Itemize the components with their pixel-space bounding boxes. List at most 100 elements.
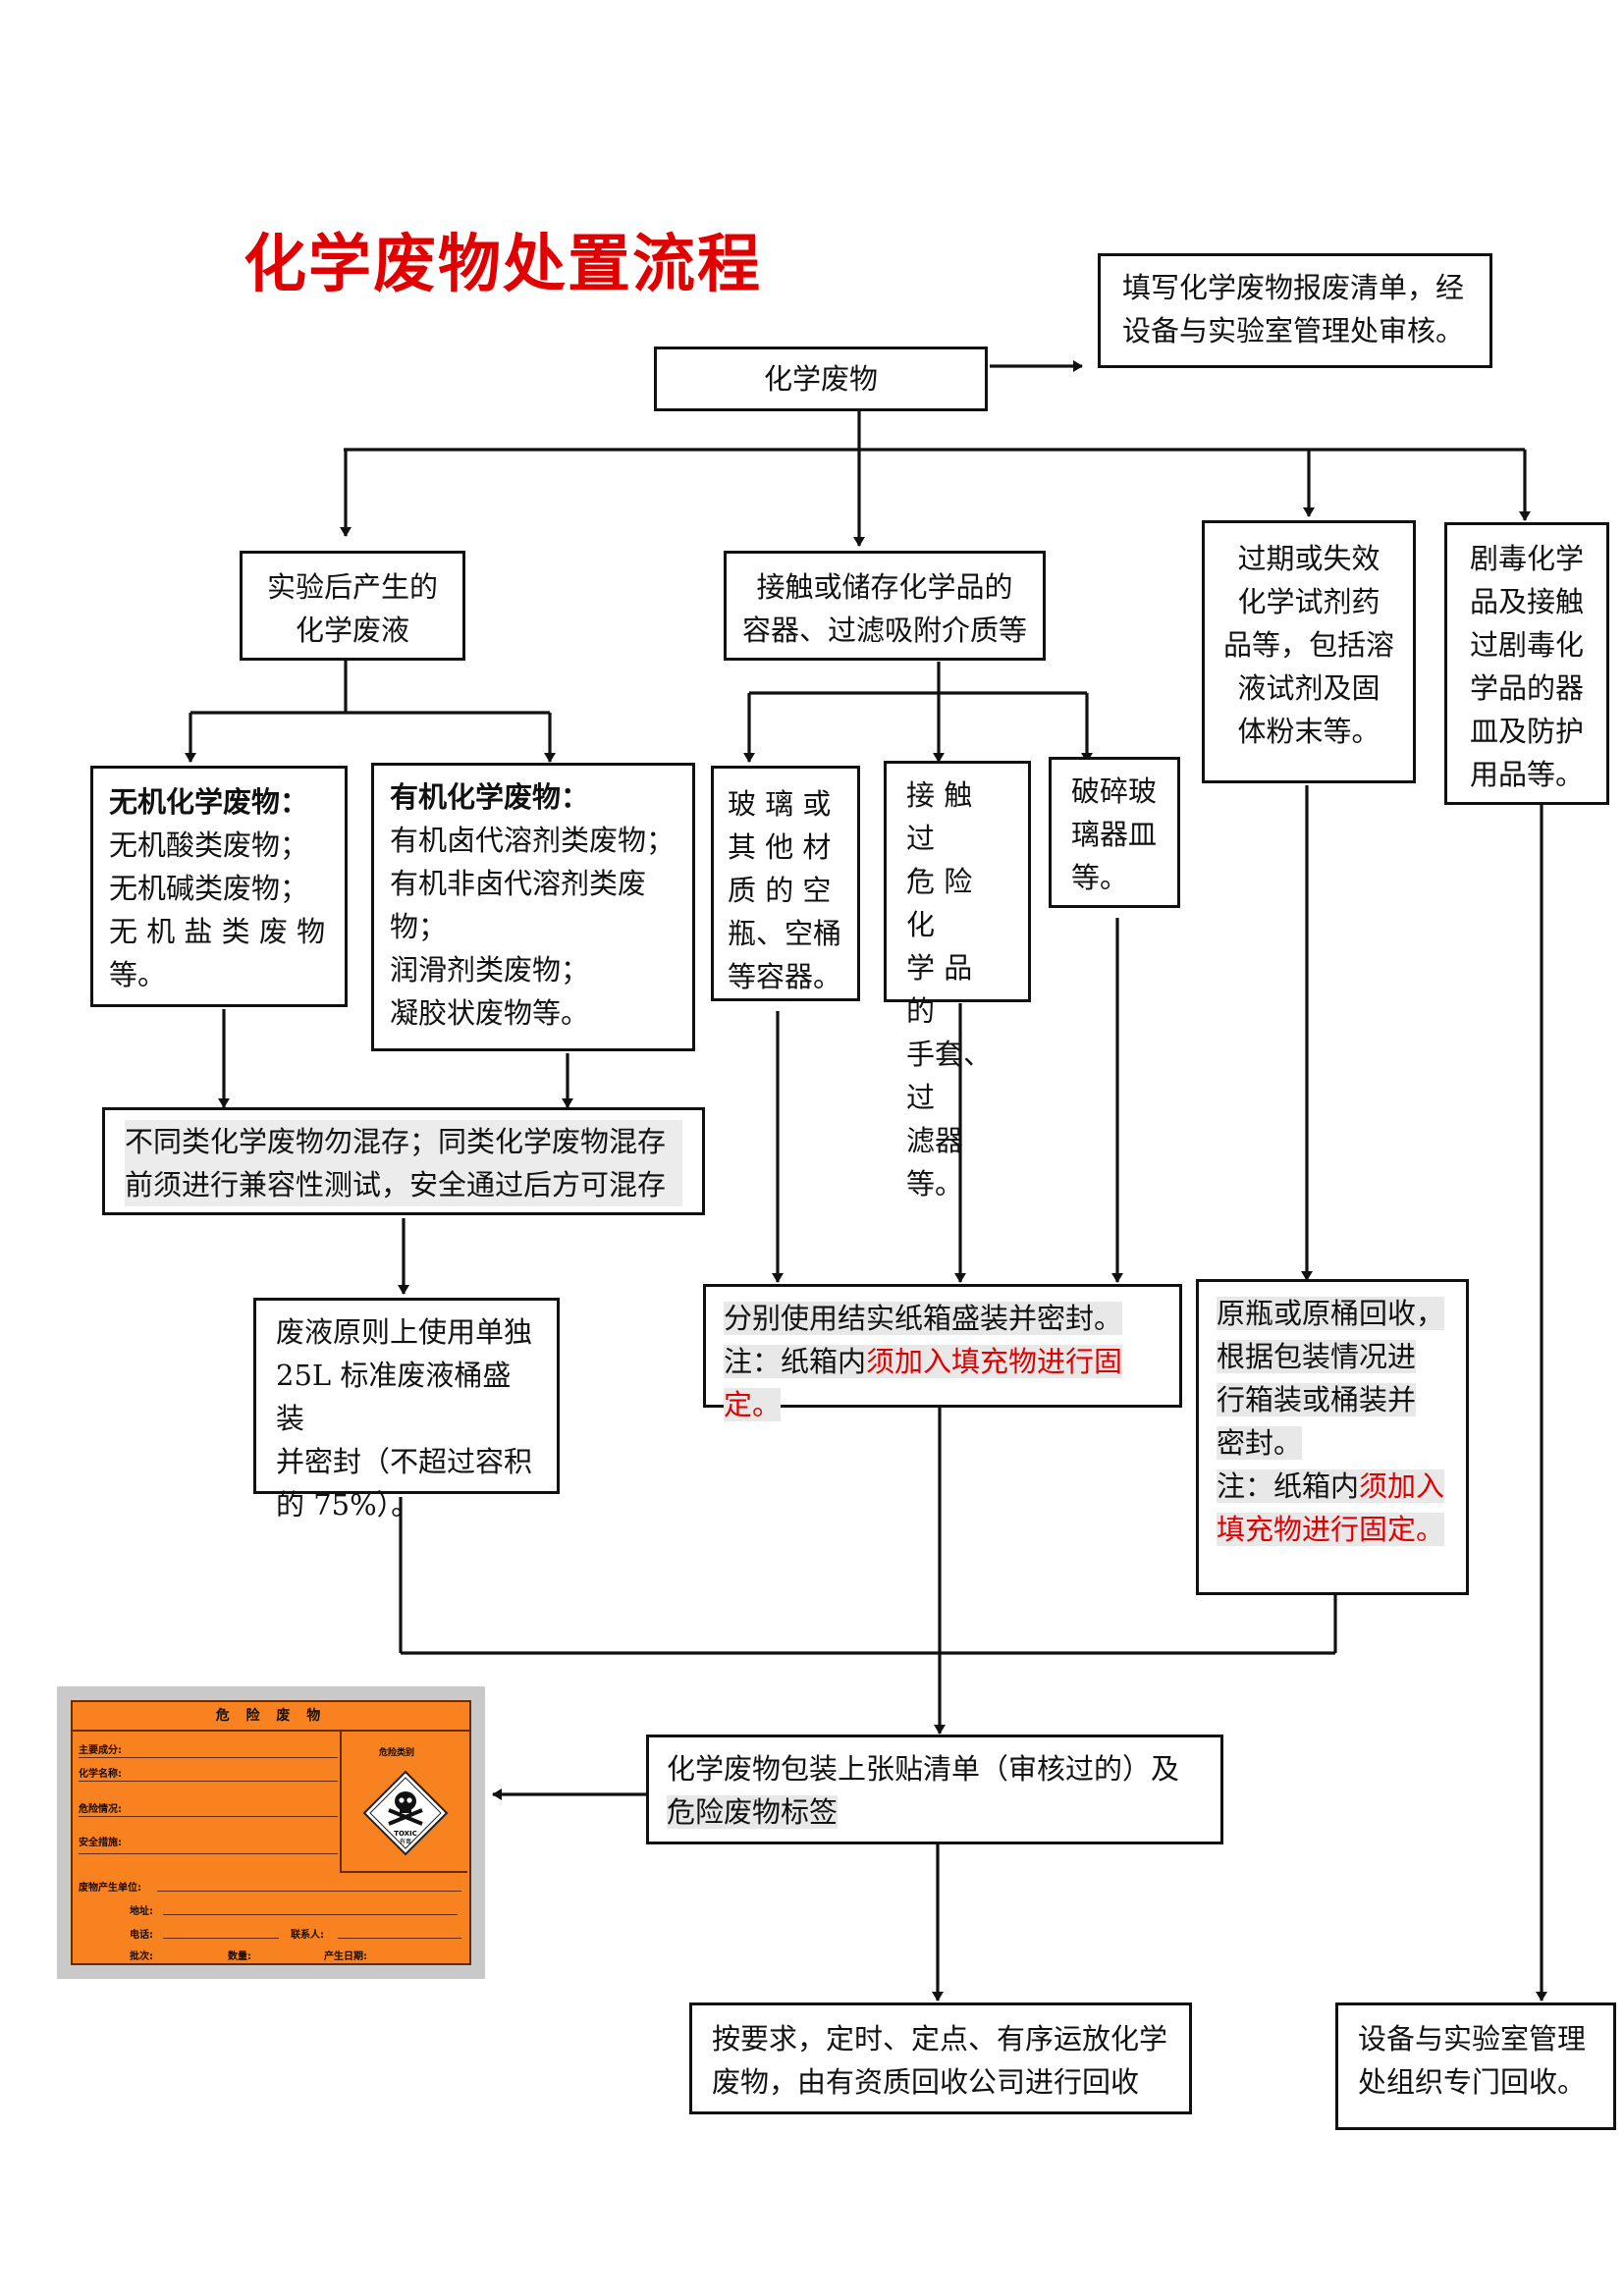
toxic-symbol-subtext: 有毒 bbox=[400, 1838, 411, 1845]
node-report-line: 填写化学废物报废清单，经 bbox=[1122, 271, 1465, 304]
node-liquid: 实验后产生的 化学废液 bbox=[240, 551, 465, 661]
node-bucket: 废液原则上使用单独 25L 标准废液桶盛装 并密封（不超过容积 的 75%）。 bbox=[253, 1298, 560, 1522]
hazard-field-label: 废物产生单位: bbox=[79, 1883, 141, 1894]
node-inorganic-line: 无机碱类废物； bbox=[109, 872, 309, 905]
hazard-category-label: 危险类别 bbox=[379, 1748, 415, 1758]
node-original: 原瓶或原桶回收， 根据包装情况进 行箱装或桶装并 密封。 注：纸箱内须加入 填充… bbox=[1196, 1279, 1469, 1595]
hazard-label-title: 危 险 废 物 bbox=[73, 1702, 469, 1732]
node-original-note: 注：纸箱内须加入 bbox=[1217, 1465, 1448, 1508]
node-carton-line-text: 分别使用结实纸箱盛装并密封。 bbox=[724, 1302, 1123, 1335]
node-label-step-line: 化学废物包装上张贴清单（审核过的）及 bbox=[667, 1752, 1180, 1786]
node-containers: 接触或储存化学品的 容器、过滤吸附介质等 bbox=[724, 551, 1046, 661]
hazardous-waste-label-card: 危 险 废 物 危险类别 TOXIC 有毒 主要成分: 化学名称: 危险情况: … bbox=[71, 1700, 471, 1965]
hazard-field-label: 产生日期: bbox=[324, 1951, 367, 1962]
node-original-line: 根据包装情况进 bbox=[1217, 1335, 1448, 1378]
node-organic-line: 有机非卤代溶剂类废 bbox=[390, 867, 647, 900]
node-report: 填写化学废物报废清单，经 设备与实验室管理处审核。 bbox=[1098, 253, 1492, 368]
node-organic-line: 润滑剂类废物； bbox=[390, 953, 590, 987]
node-carton-note-prefix: 注：纸箱内 bbox=[724, 1345, 867, 1378]
hazard-field-label: 安全措施: bbox=[79, 1838, 122, 1848]
hazard-field-label: 危险情况: bbox=[79, 1804, 122, 1815]
node-transport-line: 按要求，定时、定点、有序运放化学 bbox=[712, 2022, 1168, 2056]
node-inorganic-line: 等。 bbox=[109, 958, 167, 991]
node-label-step-line: 危险废物标签 bbox=[667, 1790, 1203, 1834]
node-broken-line: 破碎玻 bbox=[1071, 774, 1158, 808]
node-glass-line: 等容器。 bbox=[728, 960, 842, 993]
hazard-field-label: 联系人: bbox=[291, 1930, 324, 1941]
node-waste: 化学废物 bbox=[654, 347, 988, 411]
node-organic-line: 物； bbox=[390, 910, 448, 943]
node-inorganic-line: 无机酸类废物； bbox=[109, 828, 309, 862]
node-mixing-line: 不同类化学废物勿混存；同类化学废物混存 bbox=[125, 1120, 682, 1163]
node-expired-line: 过期或失效 bbox=[1237, 542, 1380, 575]
node-toxic-line: 学品的器 bbox=[1469, 671, 1584, 705]
node-broken-line: 璃器皿 bbox=[1071, 818, 1158, 851]
node-containers-line: 接触或储存化学品的 bbox=[756, 570, 1013, 604]
toxic-skull-icon: TOXIC 有毒 bbox=[362, 1770, 449, 1856]
node-gloves-line: 接 触 过 bbox=[906, 778, 973, 855]
node-waste-text: 化学废物 bbox=[763, 362, 878, 396]
node-carton: 分别使用结实纸箱盛装并密封。 注：纸箱内须加入填充物进行固定。 bbox=[703, 1284, 1182, 1421]
node-expired: 过期或失效 化学试剂药 品等，包括溶 液试剂及固 体粉末等。 bbox=[1202, 520, 1416, 783]
node-bucket-line: 的 75%）。 bbox=[276, 1488, 420, 1522]
node-original-note-red: 填充物进行固定。 bbox=[1217, 1513, 1445, 1546]
node-gloves-line: 手套、过 bbox=[906, 1038, 993, 1114]
node-label-step: 化学废物包装上张贴清单（审核过的）及 危险废物标签 bbox=[646, 1735, 1223, 1844]
hazard-field-line bbox=[79, 1781, 338, 1782]
node-glass-line: 其 他 材 bbox=[728, 830, 832, 864]
node-gloves-line: 危 险 化 bbox=[906, 865, 973, 941]
node-bucket-line: 废液原则上使用单独 bbox=[276, 1315, 533, 1349]
toxic-symbol-text: TOXIC bbox=[394, 1830, 417, 1838]
node-toxic-line: 剧毒化学 bbox=[1469, 542, 1584, 575]
node-organic-heading: 有机化学废物： bbox=[390, 780, 590, 814]
node-original-line: 行箱装或桶装并 bbox=[1217, 1378, 1448, 1421]
node-toxic: 剧毒化学 品及接触 过剧毒化 学品的器 皿及防护 用品等。 bbox=[1444, 522, 1609, 805]
node-expired-line: 液试剂及固 bbox=[1237, 671, 1380, 705]
node-expired-line: 体粉末等。 bbox=[1237, 715, 1380, 748]
hazard-field-line bbox=[79, 1816, 338, 1817]
node-bucket-line: 25L 标准废液桶盛装 bbox=[276, 1359, 512, 1435]
node-organic: 有机化学废物： 有机卤代溶剂类废物； 有机非卤代溶剂类废 物； 润滑剂类废物； … bbox=[371, 763, 695, 1051]
hazard-field-line bbox=[79, 1853, 338, 1854]
node-expired-line: 品等，包括溶 bbox=[1222, 628, 1394, 662]
node-glass-line: 玻 璃 或 bbox=[728, 787, 832, 821]
node-carton-note: 注：纸箱内须加入填充物进行固定。 bbox=[724, 1340, 1162, 1426]
node-gloves-line: 滤器等。 bbox=[906, 1124, 964, 1201]
node-original-line: 密封。 bbox=[1217, 1421, 1448, 1465]
page-title: 化学废物处置流程 bbox=[244, 228, 762, 301]
node-carton-line: 分别使用结实纸箱盛装并密封。 bbox=[724, 1297, 1162, 1340]
hazard-field-line bbox=[163, 1914, 458, 1915]
node-expired-line: 化学试剂药 bbox=[1237, 585, 1380, 618]
node-original-note: 填充物进行固定。 bbox=[1217, 1508, 1448, 1551]
node-original-line-text: 密封。 bbox=[1217, 1426, 1303, 1460]
hazard-field-line bbox=[338, 1938, 461, 1939]
node-original-line: 原瓶或原桶回收， bbox=[1217, 1292, 1448, 1335]
node-recycle: 设备与实验室管理 处组织专门回收。 bbox=[1335, 2002, 1616, 2130]
hazard-field-label: 主要成分: bbox=[79, 1745, 122, 1756]
node-original-line-text: 原瓶或原桶回收， bbox=[1217, 1297, 1445, 1330]
node-toxic-line: 品及接触 bbox=[1469, 585, 1584, 618]
node-gloves: 接 触 过 危 险 化 学 品 的 手套、过 滤器等。 bbox=[884, 761, 1031, 1201]
node-gloves-line: 学 品 的 bbox=[906, 951, 973, 1028]
node-organic-line: 有机卤代溶剂类废物； bbox=[390, 824, 676, 857]
hazard-field-label: 数量: bbox=[228, 1951, 251, 1962]
node-original-line-text: 行箱装或桶装并 bbox=[1217, 1383, 1417, 1416]
node-recycle-line: 处组织专门回收。 bbox=[1358, 2065, 1587, 2099]
node-glass-line: 质 的 空 bbox=[728, 874, 832, 907]
node-mixing: 不同类化学废物勿混存；同类化学废物混存 前须进行兼容性测试，安全通过后方可混存 bbox=[102, 1107, 705, 1215]
hazard-category-box: 危险类别 TOXIC 有毒 bbox=[340, 1732, 467, 1873]
node-toxic-line: 过剧毒化 bbox=[1469, 628, 1584, 662]
node-inorganic-line: 无 机 盐 类 废 物 bbox=[109, 915, 326, 948]
node-toxic-line: 皿及防护 bbox=[1469, 715, 1584, 748]
node-original-note-red: 须加入 bbox=[1359, 1469, 1445, 1503]
node-recycle-line: 设备与实验室管理 bbox=[1358, 2022, 1587, 2056]
node-glass: 玻 璃 或 其 他 材 质 的 空 瓶、空桶 等容器。 bbox=[711, 766, 860, 1001]
node-liquid-line: 化学废液 bbox=[295, 614, 409, 647]
node-organic-line: 凝胶状废物等。 bbox=[390, 996, 590, 1030]
node-inorganic: 无机化学废物： 无机酸类废物； 无机碱类废物； 无 机 盐 类 废 物 等。 bbox=[90, 766, 348, 1007]
node-original-line-text: 根据包装情况进 bbox=[1217, 1340, 1417, 1373]
hazard-field-line bbox=[157, 1891, 461, 1892]
hazardous-waste-label: 危 险 废 物 危险类别 TOXIC 有毒 主要成分: 化学名称: 危险情况: … bbox=[57, 1686, 485, 1979]
node-liquid-line: 实验后产生的 bbox=[266, 570, 438, 604]
